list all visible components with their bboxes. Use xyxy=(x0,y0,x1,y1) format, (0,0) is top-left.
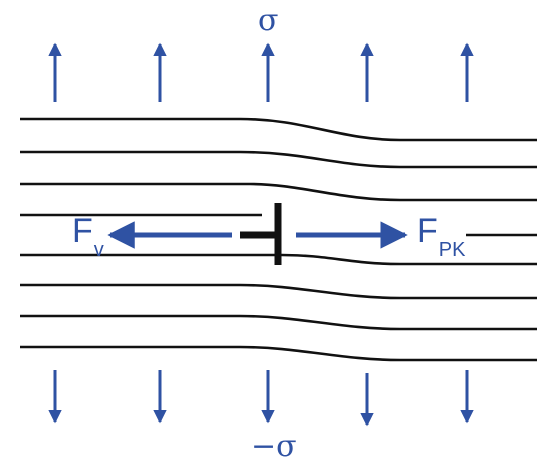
force-right-symbol: F xyxy=(417,212,438,250)
lattice-plane xyxy=(20,314,537,331)
applied-stress-top-label: σ xyxy=(258,3,279,38)
lattice-plane xyxy=(20,150,537,169)
lattice-plane xyxy=(20,345,537,362)
force-left-label: Fv xyxy=(72,212,104,260)
lattice-plane xyxy=(20,283,537,300)
lattice-plane xyxy=(20,117,537,142)
top-stress-arrows xyxy=(48,42,474,102)
applied-stress-bottom-label: −σ xyxy=(251,429,297,464)
force-left-subscript: v xyxy=(93,239,104,261)
lattice-plane xyxy=(20,253,537,266)
force-right-subscript: PK xyxy=(438,239,466,261)
bottom-stress-arrows xyxy=(48,370,474,427)
lattice-plane xyxy=(20,182,537,202)
force-left-symbol: F xyxy=(72,212,93,250)
edge-dislocation-symbol xyxy=(240,203,282,265)
force-right-label: FPK xyxy=(417,212,465,260)
lattice-planes xyxy=(20,117,537,362)
